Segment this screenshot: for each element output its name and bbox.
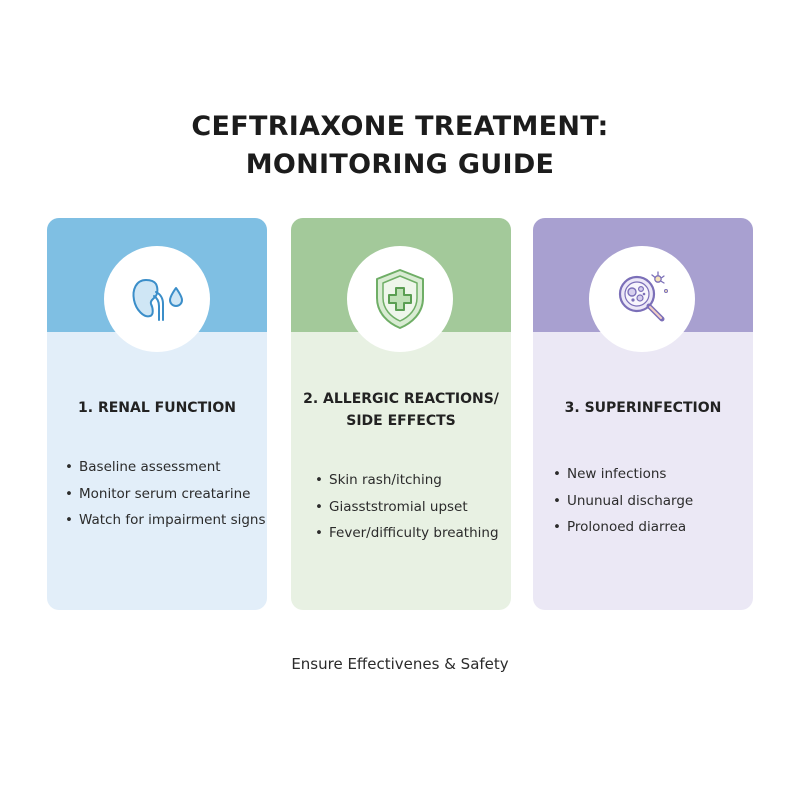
icon-circle xyxy=(347,246,453,352)
list-item: Baseline assessment xyxy=(65,454,266,481)
bullet-list: New infections Ununual discharge Prolono… xyxy=(553,461,693,541)
list-item: Ununual discharge xyxy=(553,488,693,515)
icon-circle xyxy=(589,246,695,352)
title-line-2: MONITORING GUIDE xyxy=(245,149,555,180)
bullet-list: Skin rash/itching Giasststromial upset F… xyxy=(315,467,499,547)
card-heading-line: SIDE EFFECTS xyxy=(346,413,456,429)
card-heading-line: 1. RENAL FUNCTION xyxy=(78,400,236,416)
list-item: New infections xyxy=(553,461,693,488)
card-superinfection: 3. SUPERINFECTION New infections Ununual… xyxy=(533,218,753,610)
card-allergic-reactions: 2. ALLERGIC REACTIONS/ SIDE EFFECTS Skin… xyxy=(291,218,511,610)
list-item: Prolonoed diarrea xyxy=(553,514,693,541)
magnifier-bacteria-icon xyxy=(618,271,668,322)
card-heading: 3. SUPERINFECTION xyxy=(533,397,753,419)
footer-tagline: Ensure Effectivenes & Safety xyxy=(291,655,509,673)
card-heading-line: 2. ALLERGIC REACTIONS/ xyxy=(303,391,499,407)
shield-cross-icon xyxy=(376,269,424,329)
page-title: CEFTRIAXONE TREATMENT: MONITORING GUIDE xyxy=(0,108,800,184)
icon-circle xyxy=(104,246,210,352)
list-item: Giasststromial upset xyxy=(315,494,499,521)
kidney-droplet-icon xyxy=(132,278,183,321)
bullet-list: Baseline assessment Monitor serum creata… xyxy=(65,454,266,534)
list-item: Fever/difficulty breathing xyxy=(315,520,499,547)
card-renal-function: 1. RENAL FUNCTION Baseline assessment Mo… xyxy=(47,218,267,610)
card-heading-line: 3. SUPERINFECTION xyxy=(564,400,722,416)
card-heading: 2. ALLERGIC REACTIONS/ SIDE EFFECTS xyxy=(291,388,511,432)
card-heading: 1. RENAL FUNCTION xyxy=(47,397,267,419)
title-line-1: CEFTRIAXONE TREATMENT: xyxy=(191,111,609,142)
list-item: Monitor serum creatarine xyxy=(65,481,266,508)
list-item: Skin rash/itching xyxy=(315,467,499,494)
list-item: Watch for impairment signs xyxy=(65,507,266,534)
